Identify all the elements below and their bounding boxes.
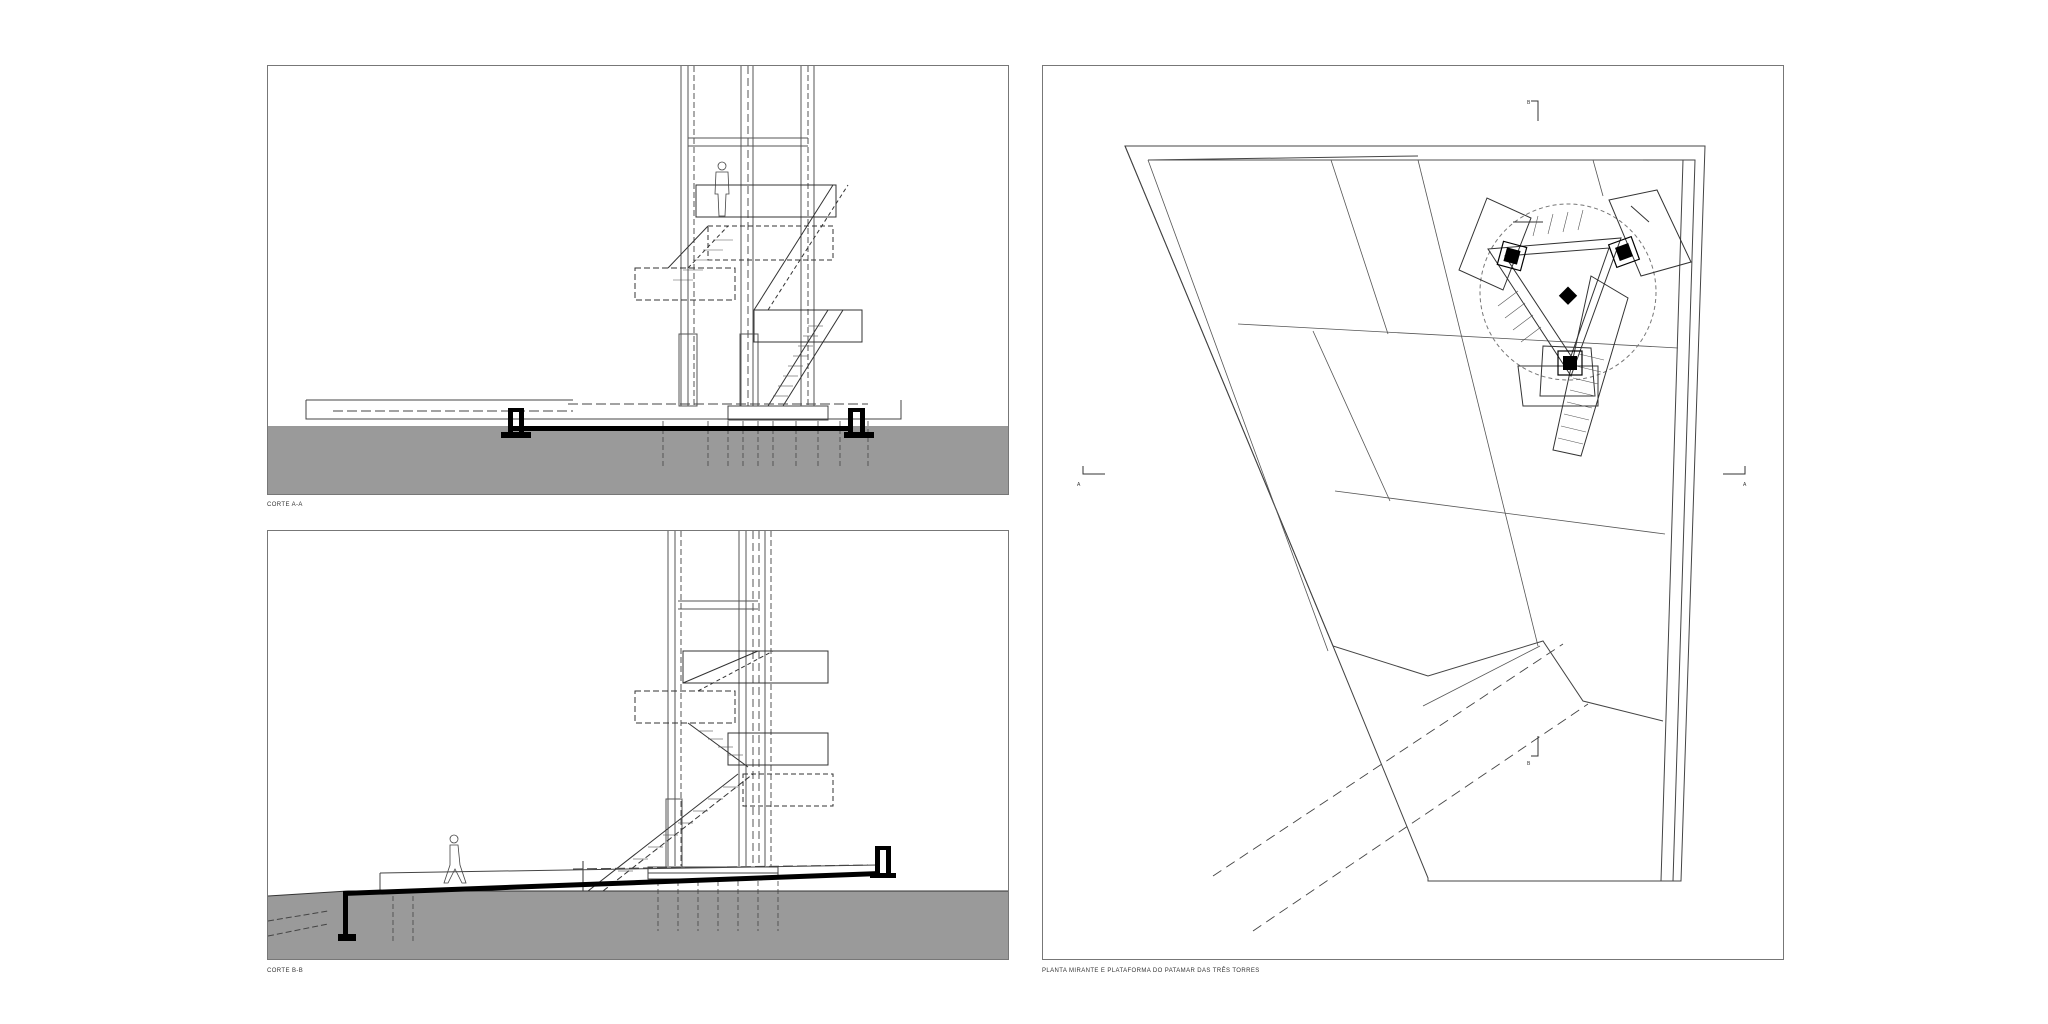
plan-caption: PLANTA MIRANTE E PLATAFORMA DO PATAMAR D… bbox=[1042, 968, 1260, 974]
plan-svg bbox=[1082, 100, 1746, 932]
section-a-caption: CORTE A-A bbox=[267, 502, 303, 508]
section-b-caption: CORTE B-B bbox=[267, 968, 304, 974]
tower-columns bbox=[678, 66, 815, 407]
column-outlines bbox=[1496, 235, 1641, 376]
section-lines bbox=[1082, 100, 1746, 757]
section-a-drawing bbox=[267, 65, 1009, 495]
plan-columns bbox=[1503, 243, 1633, 370]
section-marker-right: A bbox=[1743, 482, 1747, 488]
platform bbox=[305, 399, 902, 421]
site-boundary bbox=[1124, 145, 1706, 882]
ramp bbox=[268, 864, 879, 937]
access-path bbox=[1212, 643, 1589, 932]
cut-slab bbox=[338, 846, 896, 941]
landings bbox=[582, 650, 834, 892]
section-marker-bottom: B bbox=[1527, 761, 1531, 767]
plan-drawing bbox=[1042, 65, 1784, 960]
cut-slab bbox=[501, 408, 874, 438]
tower-columns bbox=[665, 531, 772, 868]
foundations bbox=[392, 881, 779, 941]
plan-stair-treads bbox=[1497, 209, 1605, 445]
person-figure bbox=[714, 161, 730, 217]
section-b-drawing bbox=[267, 530, 1009, 960]
section-marker-top: B bbox=[1527, 100, 1531, 106]
ground-fill bbox=[268, 891, 1008, 959]
section-marker-left: A bbox=[1077, 482, 1081, 488]
stair-treads bbox=[673, 239, 823, 397]
ground-fill bbox=[268, 428, 1008, 494]
terrain-lines bbox=[1147, 159, 1679, 707]
person-figure bbox=[443, 834, 467, 884]
section-a-svg bbox=[268, 66, 1008, 494]
tower-plan bbox=[1458, 189, 1692, 457]
section-b-svg bbox=[268, 531, 1008, 959]
stair-treads bbox=[618, 730, 743, 872]
